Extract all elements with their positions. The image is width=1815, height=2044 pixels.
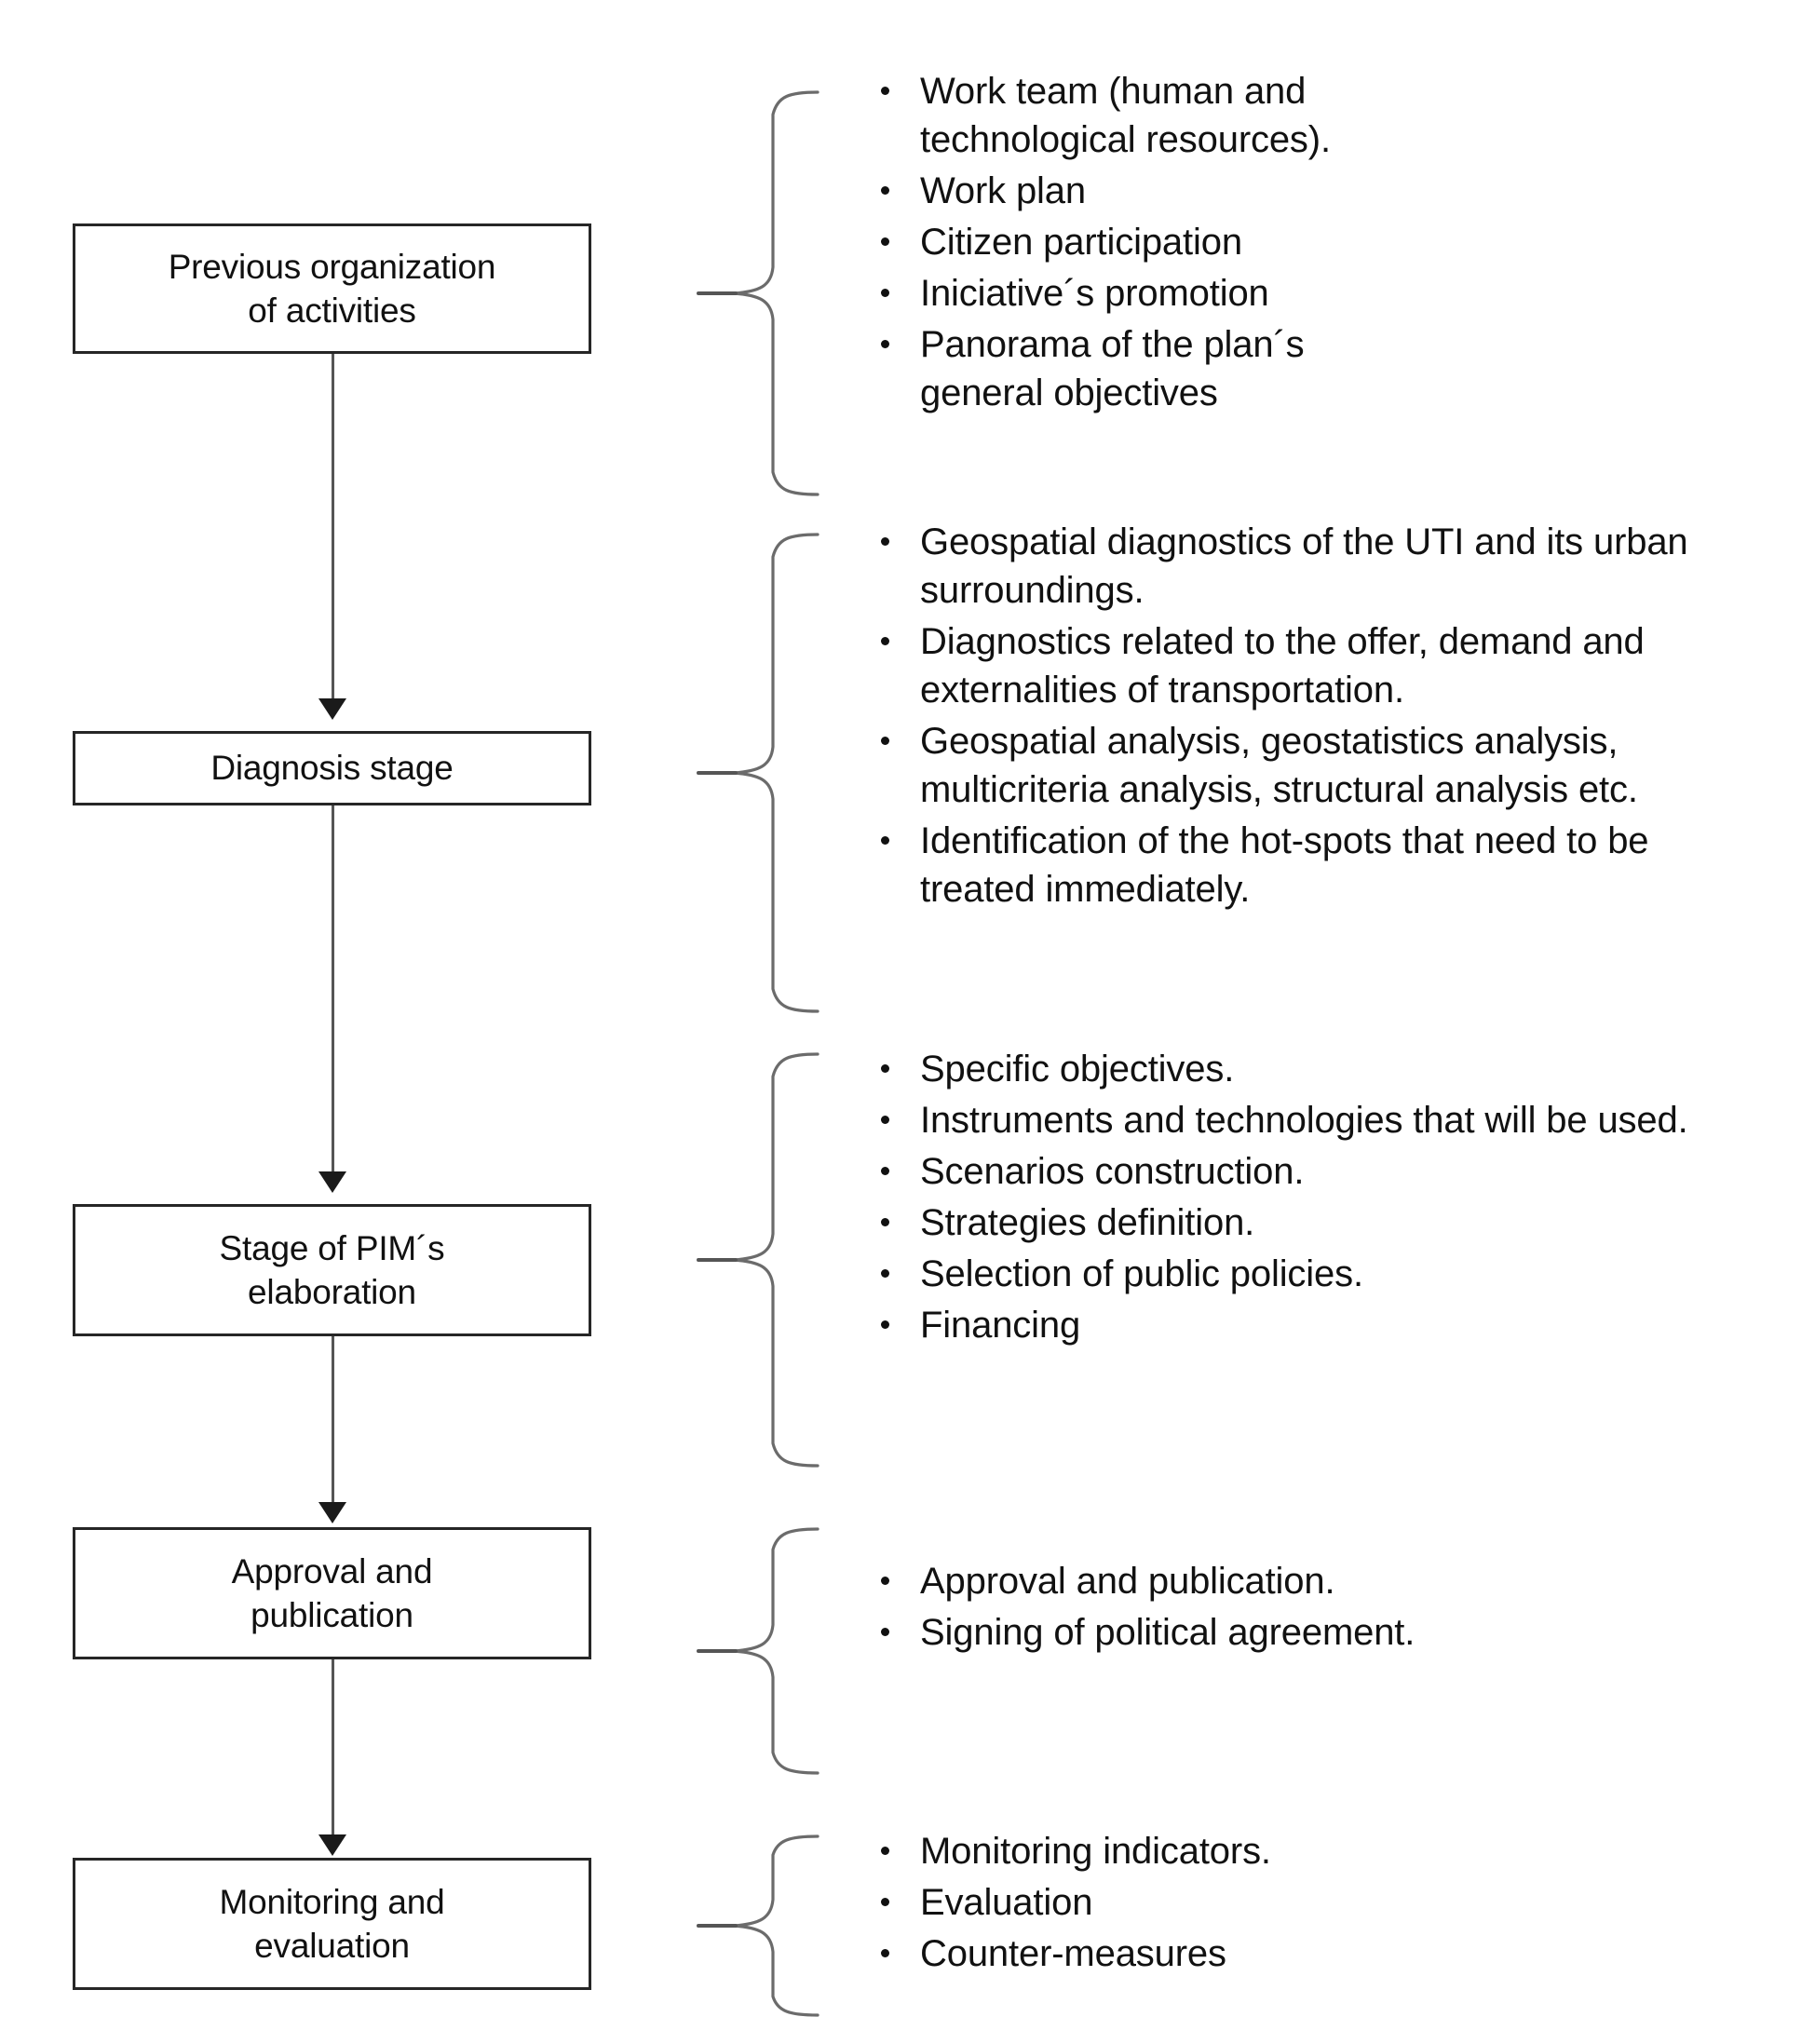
- list-item: Signing of political agreement.: [875, 1608, 1704, 1657]
- curly-brace-icon: [697, 1052, 819, 1468]
- bullet-dot-icon: [881, 736, 889, 745]
- brace-group-1: [697, 88, 819, 498]
- arrow-head-1: [318, 698, 346, 720]
- bullet-dot-icon: [881, 1627, 889, 1636]
- bullet-list-monitoring-evaluation: Monitoring indicators. Evaluation Counte…: [875, 1827, 1704, 1981]
- process-box-label: Previous organization of activities: [168, 247, 496, 330]
- brace-group-5: [697, 1833, 819, 2019]
- bullet-dot-icon: [881, 1166, 889, 1175]
- list-item: Diagnostics related to the offer, demand…: [875, 617, 1741, 714]
- bullet-dot-icon: [881, 636, 889, 645]
- list-item: Geospatial analysis, geostatistics analy…: [875, 717, 1741, 814]
- bullet-dot-icon: [881, 86, 889, 95]
- process-box-previous-organization[interactable]: Previous organization of activities: [73, 223, 591, 354]
- bullet-list-diagnosis-stage: Geospatial diagnostics of the UTI and it…: [875, 518, 1741, 916]
- process-box-monitoring-evaluation[interactable]: Monitoring and evaluation: [73, 1858, 591, 1990]
- brace-group-4: [697, 1525, 819, 1777]
- bullet-dot-icon: [881, 1846, 889, 1855]
- curly-brace-icon: [697, 90, 819, 496]
- list-item: Monitoring indicators.: [875, 1827, 1704, 1875]
- arrow-head-2: [318, 1171, 346, 1193]
- connector-3-to-4: [332, 1336, 334, 1504]
- bullet-dot-icon: [881, 1948, 889, 1957]
- list-item: Evaluation: [875, 1878, 1704, 1927]
- bullet-dot-icon: [881, 1115, 889, 1124]
- arrow-head-4: [318, 1834, 346, 1856]
- bullet-list-previous-organization: Work team (human and technological resou…: [875, 67, 1397, 420]
- list-item: Work team (human and technological resou…: [875, 67, 1397, 164]
- bullet-dot-icon: [881, 1320, 889, 1329]
- bullet-list-pim-elaboration: Specific objectives. Instruments and tec…: [875, 1045, 1704, 1352]
- process-box-label: Stage of PIM´s elaboration: [219, 1228, 445, 1311]
- bullet-dot-icon: [881, 1576, 889, 1585]
- list-item: Approval and publication.: [875, 1557, 1704, 1605]
- process-box-diagnosis-stage[interactable]: Diagnosis stage: [73, 731, 591, 805]
- process-box-label: Monitoring and evaluation: [219, 1882, 445, 1965]
- list-item: Identification of the hot-spots that nee…: [875, 817, 1741, 914]
- arrow-head-3: [318, 1502, 346, 1523]
- bullet-dot-icon: [881, 1268, 889, 1278]
- list-item: Scenarios construction.: [875, 1147, 1704, 1196]
- connector-1-to-2: [332, 354, 334, 700]
- list-item: Panorama of the plan´s general objective…: [875, 320, 1397, 417]
- bullet-dot-icon: [881, 339, 889, 348]
- process-box-label: Diagnosis stage: [210, 749, 454, 788]
- bullet-dot-icon: [881, 1897, 889, 1906]
- list-item: Strategies definition.: [875, 1198, 1704, 1247]
- process-box-approval-publication[interactable]: Approval and publication: [73, 1527, 591, 1659]
- list-item: Work plan: [875, 167, 1397, 215]
- brace-group-3: [697, 1050, 819, 1469]
- list-item: Geospatial diagnostics of the UTI and it…: [875, 518, 1741, 615]
- connector-2-to-3: [332, 805, 334, 1173]
- list-item: Instruments and technologies that will b…: [875, 1096, 1704, 1144]
- list-item: Citizen participation: [875, 218, 1397, 266]
- connector-4-to-5: [332, 1659, 334, 1836]
- process-box-pim-elaboration[interactable]: Stage of PIM´s elaboration: [73, 1204, 591, 1336]
- curly-brace-icon: [697, 1834, 819, 2017]
- bullet-dot-icon: [881, 835, 889, 845]
- curly-brace-icon: [697, 1527, 819, 1775]
- list-item: Financing: [875, 1301, 1704, 1349]
- process-box-label: Approval and publication: [231, 1551, 433, 1634]
- brace-group-2: [697, 531, 819, 1015]
- list-item: Iniciative´s promotion: [875, 269, 1397, 318]
- bullet-list-approval-publication: Approval and publication. Signing of pol…: [875, 1557, 1704, 1659]
- list-item: Selection of public policies.: [875, 1250, 1704, 1298]
- bullet-dot-icon: [881, 1063, 889, 1073]
- bullet-dot-icon: [881, 288, 889, 297]
- bullet-dot-icon: [881, 1217, 889, 1226]
- curly-brace-icon: [697, 533, 819, 1013]
- list-item: Counter-measures: [875, 1929, 1704, 1978]
- bullet-dot-icon: [881, 185, 889, 195]
- list-item: Specific objectives.: [875, 1045, 1704, 1093]
- bullet-dot-icon: [881, 237, 889, 246]
- bullet-dot-icon: [881, 536, 889, 546]
